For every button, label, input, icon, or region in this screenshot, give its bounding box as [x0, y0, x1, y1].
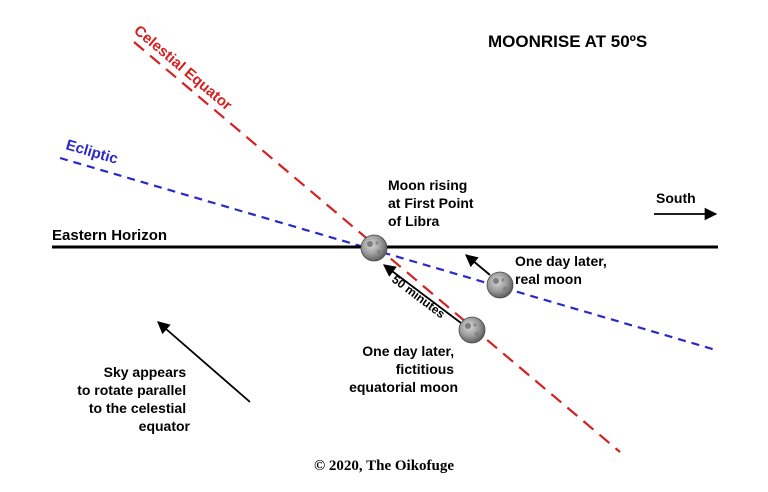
moon-rising-line-2: at First Point — [388, 195, 474, 211]
real-moon-arrow — [465, 254, 491, 276]
moon-first-point-of-libra — [360, 234, 388, 262]
sky-rotation-line-2: to rotate parallel — [77, 382, 186, 398]
real-moon-line-1: One day later, — [515, 253, 607, 269]
south-label: South — [656, 190, 696, 206]
copyright-notice: © 2020, The Oikofuge — [314, 458, 454, 474]
sky-rotation-line-1: Sky appears — [104, 364, 187, 380]
real-moon-line-2: real moon — [515, 271, 582, 287]
moon-rising-line-1: Moon rising — [388, 177, 467, 193]
fictitious-moon-label: One day later, fictitious equatorial moo… — [349, 343, 458, 395]
real-moon-label: One day later, real moon — [515, 253, 611, 287]
fifty-minutes-label: 50 minutes — [389, 272, 448, 321]
sky-rotation-label: Sky appears to rotate parallel to the ce… — [77, 364, 190, 434]
moon-rising-label: Moon rising at First Point of Libra — [388, 177, 477, 229]
diagram-title: MOONRISE AT 50ºS — [488, 32, 647, 51]
ecliptic-line — [59, 156, 717, 352]
ecliptic-label: Ecliptic — [64, 137, 120, 168]
fictitious-moon-line-2: fictitious — [396, 361, 455, 377]
fifty-minutes-arrow — [382, 264, 462, 324]
sky-rotation-line-4: equator — [139, 418, 191, 434]
eastern-horizon-label: Eastern Horizon — [52, 227, 167, 244]
celestial-equator-label: Celestial Equator — [130, 22, 235, 114]
fictitious-moon-line-1: One day later, — [362, 343, 454, 359]
fictitious-moon-line-3: equatorial moon — [349, 379, 458, 395]
sky-rotation-line-3: to the celestial — [89, 400, 186, 416]
moon-real — [486, 271, 514, 299]
sky-rotation-arrow — [157, 321, 251, 403]
moon-rising-line-3: of Libra — [388, 213, 440, 229]
moon-fictitious-equatorial — [458, 316, 486, 344]
